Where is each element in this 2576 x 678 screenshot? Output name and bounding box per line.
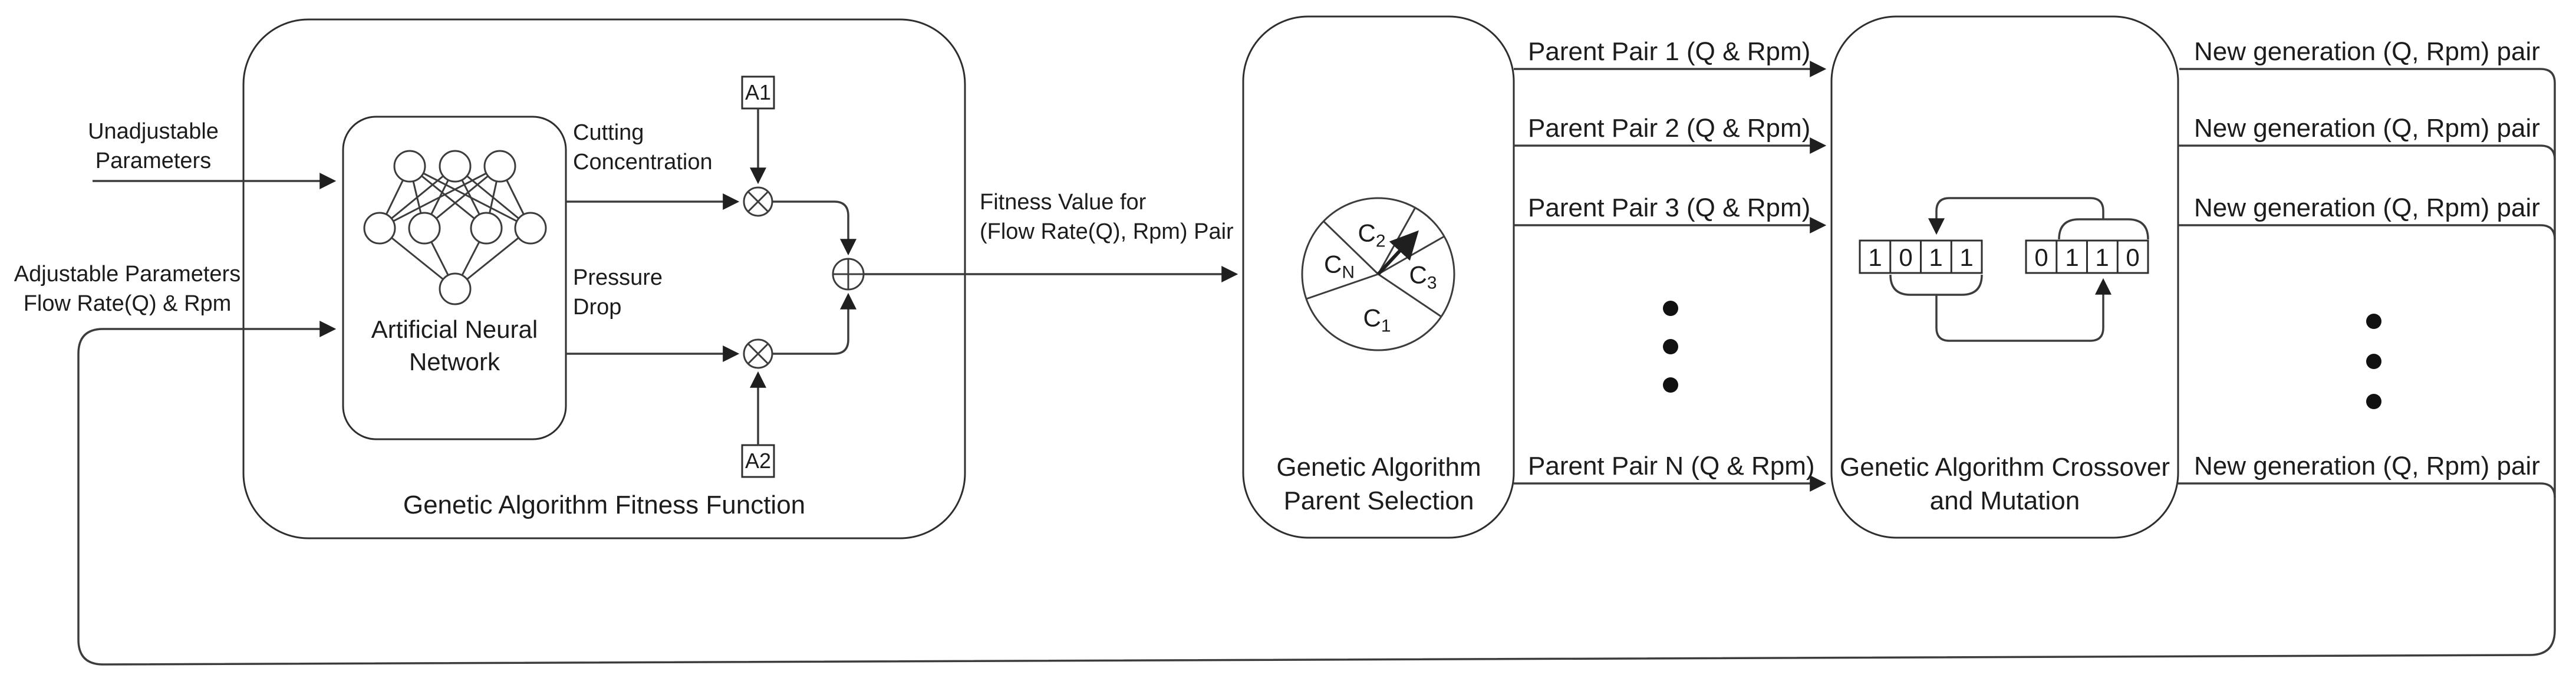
ann-box [342,116,567,440]
ellipsis-dots-right [2366,314,2381,409]
parent-selection-box-label: Genetic Algorithm Parent Selection [1276,453,1481,516]
pressure-drop-label: Pressure Drop [573,265,663,320]
segment-c1-base: C [1363,304,1381,332]
parent-pair-2-label: Parent Pair 2 (Q & Rpm) [1528,114,1811,143]
adjustable-parameters-label: Adjustable Parameters Flow Rate(Q) & Rpm [14,262,241,317]
sum-icon [832,258,865,291]
segment-c2-base: C [1358,219,1376,247]
gain-a2-label: A2 [745,449,772,473]
crossover-bracket-right-top [2058,218,2149,240]
parent-pair-n-label: Parent Pair N (Q & Rpm) [1528,452,1815,480]
crossover-box-label: Genetic Algorithm Crossover and Mutation [1840,453,2170,516]
segment-c2-sub: 2 [1375,231,1386,251]
segment-cn-sub: N [1342,262,1355,282]
gain-a1-label: A1 [745,80,772,104]
chromosome-register-right [2025,239,2149,274]
wire-multiply2-to-sum [772,292,857,355]
segment-c3-base: C [1409,261,1427,289]
register-right-bit-1: 0 [2034,243,2048,271]
register-left-bit-1: 1 [1868,243,1882,271]
wire-new-generation-1 [2179,68,2556,84]
register-left-bit-3: 1 [1929,243,1943,271]
wheel-segment-c2-label: C2 [1358,219,1385,251]
parent-pair-3-label: Parent Pair 3 (Q & Rpm) [1528,193,1811,222]
register-right-bit-2: 1 [2065,243,2079,271]
register-right-bit-3: 1 [2095,243,2109,271]
wire-multiply1-to-sum [772,200,857,256]
segment-c1-sub: 1 [1381,316,1391,336]
unadjustable-parameters-label: Unadjustable Parameters [88,119,219,174]
wheel-segment-c3-label: C3 [1409,261,1437,293]
fitness-function-box [242,18,966,539]
parent-pair-1-label: Parent Pair 1 (Q & Rpm) [1528,37,1811,66]
wire-feedback-loop [77,83,2556,666]
crossover-swap-top-curve [1928,197,2104,235]
crossover-box [1830,15,2179,539]
ann-label: Artificial Neural Network [371,315,538,376]
parent-selection-box [1242,15,1515,539]
wire-new-generation-3 [2178,224,2556,240]
wire-new-generation-4 [2178,482,2556,498]
roulette-wheel [1301,197,1455,351]
wheel-segment-c1-label: C1 [1363,304,1391,336]
register-left-bit-4: 1 [1959,243,1974,271]
register-left-bit-2: 0 [1899,243,1913,271]
wire-new-generation-2 [2178,144,2556,160]
fitness-value-label: Fitness Value for (Flow Rate(Q), Rpm) Pa… [980,190,1234,245]
wheel-segment-cn-label: CN [1324,250,1355,282]
crossover-swap-bottom-curve [1935,278,2111,342]
neural-network-edges [378,165,532,290]
segment-cn-base: C [1323,250,1342,278]
neural-network-icon [363,150,547,305]
cutting-concentration-label: Cutting Concentration [573,120,713,175]
roulette-pointer-icon [1376,230,1419,276]
segment-c3-sub: 3 [1427,273,1437,293]
chromosome-register-left [1859,239,1983,274]
new-generation-4-label: New generation (Q, Rpm) pair [2194,452,2540,480]
neural-network-nodes [363,150,547,305]
new-generation-1-label: New generation (Q, Rpm) pair [2194,37,2540,66]
register-right-bit-4: 0 [2126,243,2140,271]
multiply-icon-1 [743,186,773,217]
crossover-bracket-left-bottom [1889,274,1983,296]
multiply-icon-2 [743,338,773,369]
ellipsis-dots-left [1663,301,1678,393]
new-generation-2-label: New generation (Q, Rpm) pair [2194,114,2540,143]
new-generation-3-label: New generation (Q, Rpm) pair [2194,193,2540,222]
fitness-function-box-label: Genetic Algorithm Fitness Function [403,491,806,519]
